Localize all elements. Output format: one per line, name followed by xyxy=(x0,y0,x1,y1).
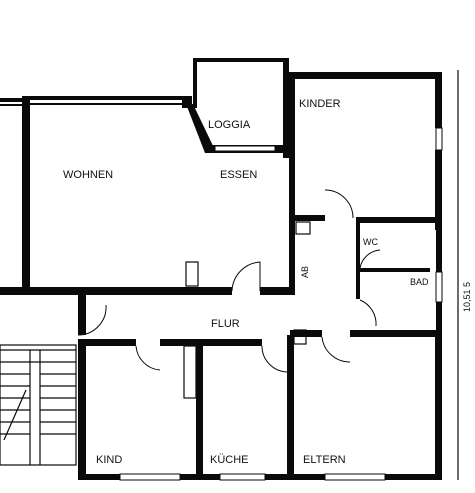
duct-kueche xyxy=(183,345,197,399)
door-stair xyxy=(77,304,107,336)
wall-kinder-bottom xyxy=(358,217,442,223)
doors xyxy=(77,189,381,373)
window-kind xyxy=(119,473,181,481)
wall-wohnen-left xyxy=(22,96,30,292)
wall-wc-left xyxy=(356,217,360,299)
wall-wc-bad-divider xyxy=(360,268,430,272)
window-loggia xyxy=(214,145,276,152)
room-label-loggia: LOGGIA xyxy=(208,119,251,131)
wall-flur-bottom-1 xyxy=(78,339,136,346)
room-label-essen: ESSEN xyxy=(220,169,257,181)
room-labels: LOGGIA KINDER WOHNEN ESSEN WC BAD AB FLU… xyxy=(63,98,472,466)
door-eltern xyxy=(321,336,351,363)
wall-top-wohnen xyxy=(30,96,186,100)
wall-kinder-bottom-left xyxy=(289,215,325,221)
room-label-flur: FLUR xyxy=(211,318,240,330)
room-label-wc: WC xyxy=(363,237,378,247)
wall-eltern-top xyxy=(350,330,442,337)
wall-top-left-stub xyxy=(0,98,24,102)
windows xyxy=(119,127,443,481)
duct-eltern xyxy=(293,329,307,345)
door-wohnen-flur xyxy=(231,261,261,292)
wall-kind-left xyxy=(78,339,86,479)
room-label-wohnen: WOHNEN xyxy=(63,169,113,181)
window-kinder xyxy=(435,127,443,151)
wall-wohnen-bottom xyxy=(0,287,232,295)
stair-outline xyxy=(0,344,77,466)
duct-wohnen xyxy=(185,261,199,287)
room-label-bad: BAD xyxy=(410,277,429,287)
room-label-ab: AB xyxy=(300,266,310,278)
wall-loggia-diagonal xyxy=(186,104,215,153)
room-label-kueche: KÜCHE xyxy=(210,454,249,466)
staircase xyxy=(0,344,77,466)
wall-loggia-top xyxy=(193,58,285,62)
wall-ab-left xyxy=(289,215,295,295)
window-eltern xyxy=(324,473,386,481)
door-kinder xyxy=(324,189,354,219)
wall-kinder-left xyxy=(289,72,295,220)
room-label-eltern: ELTERN xyxy=(303,454,346,466)
wall-loggia-right xyxy=(283,58,289,158)
wall-kinder-top xyxy=(289,72,439,79)
door-kind xyxy=(135,345,161,371)
wall-eltern-right xyxy=(435,330,442,479)
window-bad xyxy=(435,271,443,303)
ducts xyxy=(183,221,311,399)
wall-stair-top xyxy=(78,295,86,335)
window-kueche xyxy=(219,473,266,481)
room-label-kinder: KINDER xyxy=(299,98,341,110)
wall-loggia-left xyxy=(193,58,197,108)
wall-loggia-pier xyxy=(182,96,192,108)
duct-ab xyxy=(295,221,311,235)
door-bad xyxy=(359,299,377,327)
wall-top-left-stub-2 xyxy=(0,104,24,106)
wall-kind-kueche xyxy=(196,346,203,479)
wall-kinder-right-upper xyxy=(435,72,442,128)
dimension-label: 10,51 5 xyxy=(462,282,472,312)
wall-kinder-right-lower xyxy=(435,150,442,230)
wall-top-wohnen-inner xyxy=(30,103,186,105)
room-label-kind: KIND xyxy=(96,454,122,466)
wall-wohnen-bottom-right xyxy=(260,287,295,295)
door-wc xyxy=(359,249,381,269)
door-kueche xyxy=(261,345,289,373)
wall-kueche-eltern xyxy=(287,335,294,479)
wall-flur-bottom-2 xyxy=(160,339,262,346)
